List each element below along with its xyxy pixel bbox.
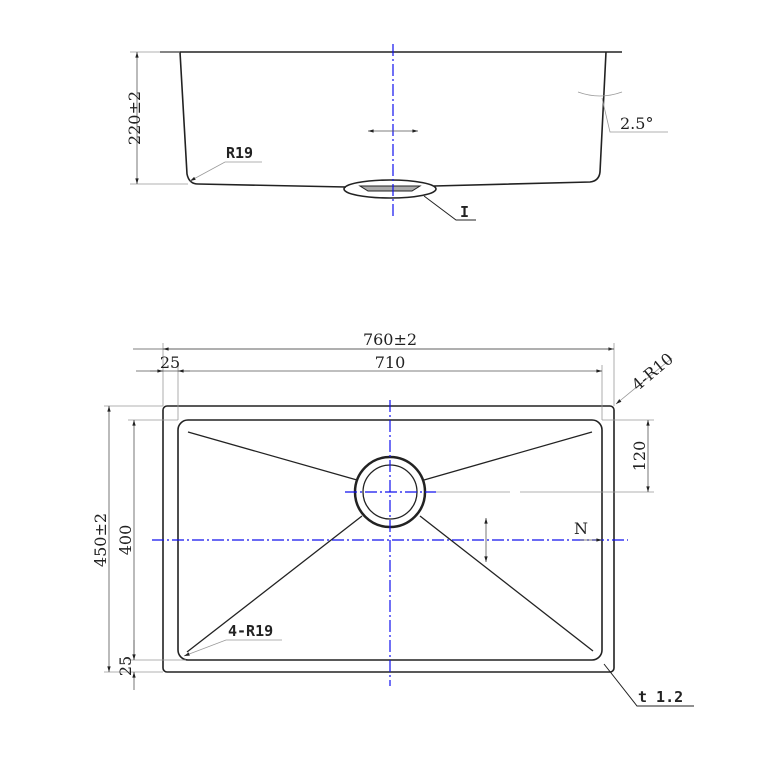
side-view: 220±2 R19 2.5° I [125,44,668,221]
flange-width: 25 [160,353,180,372]
overall-width: 760±2 [363,330,417,349]
inner-width: 710 [375,353,406,372]
thickness-label: t 1.2 [638,688,683,706]
drain-detail-ellipse [343,179,437,199]
flange-bottom: 25 [116,656,135,676]
top-view: 760±2 710 25 450±2 400 25 120 N 4-R19 4 [91,330,694,707]
section-marker: N [574,519,588,538]
outer-flange [162,405,615,673]
right-wall [433,51,607,187]
inner-depth: 400 [116,525,135,556]
drain-offset: 120 [630,441,649,472]
height-dim: 220±2 [125,91,144,145]
detail-label: I [460,203,469,221]
left-wall [179,51,347,188]
angle-label: 2.5° [620,114,653,133]
outer-radius-label: 4-R10 [628,349,677,394]
radius-label: R19 [226,144,253,162]
overall-depth: 450±2 [91,513,110,567]
inner-radius-label: 4-R19 [228,622,273,640]
